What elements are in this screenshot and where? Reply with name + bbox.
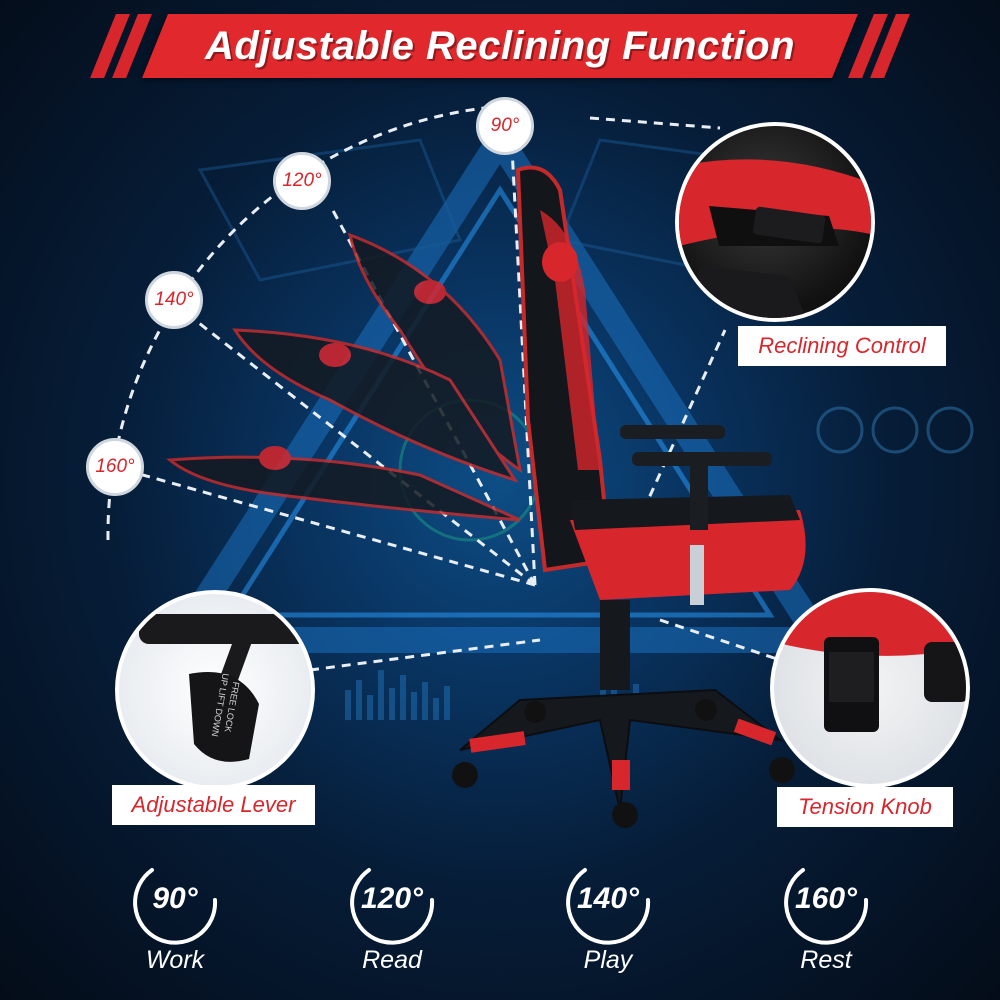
angle-badge-160: 160° — [86, 438, 144, 496]
adjustable-lever-closeup: FREE LOCK UP LIFT DOWN — [115, 590, 315, 790]
arc-icon — [133, 868, 218, 945]
mode-name: Read — [362, 946, 422, 974]
mode-name: Work — [145, 946, 205, 974]
mode-degree: 90° — [152, 882, 198, 915]
arc-icon — [566, 868, 651, 945]
mode-degree: 160° — [794, 882, 858, 915]
mode-read: 120° Read — [332, 860, 452, 990]
arc-icon — [350, 868, 435, 945]
mode-rest: 160° Rest — [766, 860, 886, 990]
mode-play: 140° Play — [548, 860, 668, 990]
mode-degree: 140° — [576, 882, 640, 915]
mode-name: Rest — [800, 946, 852, 974]
adjustable-lever-label: Adjustable Lever — [112, 785, 315, 825]
arc-icon — [784, 868, 869, 945]
reclining-control-closeup — [675, 122, 875, 322]
gaming-chair — [452, 165, 806, 828]
mode-name: Play — [583, 946, 633, 974]
title-banner: Adjustable Reclining Function — [90, 14, 910, 78]
tension-knob-label: Tension Knob — [777, 787, 953, 827]
tension-knob-closeup — [770, 588, 970, 788]
mode-work: 90° Work — [115, 860, 235, 990]
reclining-control-label: Reclining Control — [738, 326, 946, 366]
angle-badge-90: 90° — [476, 97, 534, 155]
angle-badge-140: 140° — [145, 271, 203, 329]
mode-degree: 120° — [360, 882, 424, 915]
angle-badge-120: 120° — [273, 152, 331, 210]
page-title: Adjustable Reclining Function — [204, 24, 796, 68]
